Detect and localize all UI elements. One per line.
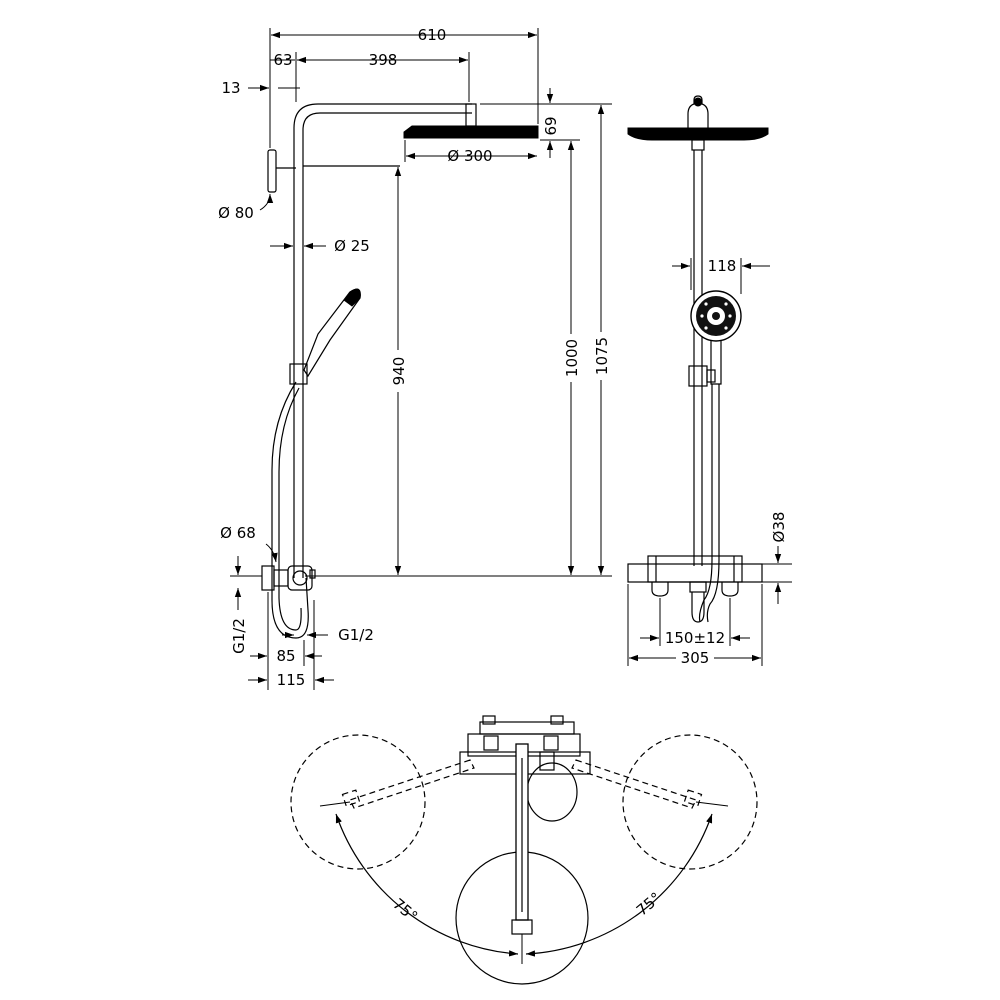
swivel-circle-right bbox=[622, 734, 758, 870]
dim-150: 150±12 bbox=[665, 629, 725, 647]
hand-shower-front bbox=[690, 290, 742, 385]
dim-80: Ø 80 bbox=[218, 204, 254, 222]
dim-g12-left: G1/2 bbox=[230, 618, 248, 654]
dim-68: Ø 68 bbox=[220, 524, 256, 542]
slider-front bbox=[688, 365, 708, 387]
riser-pipe bbox=[293, 103, 472, 578]
dim-118: 118 bbox=[708, 257, 737, 275]
dim-1000: 1000 bbox=[563, 339, 581, 377]
dim-13: 13 bbox=[221, 79, 240, 97]
dim-610: 610 bbox=[418, 26, 447, 44]
dim-305: 305 bbox=[681, 649, 710, 667]
dim-63: 63 bbox=[273, 51, 292, 69]
hose bbox=[271, 381, 309, 639]
top-view: 75° 75° bbox=[290, 715, 758, 985]
front-view: 118 Ø38 150±12 305 bbox=[627, 95, 792, 667]
dim-38: Ø38 bbox=[770, 512, 788, 543]
dim-1075: 1075 bbox=[593, 337, 611, 375]
dim-398: 398 bbox=[369, 51, 398, 69]
swivel-arc-right bbox=[525, 813, 713, 957]
dim-300: Ø 300 bbox=[447, 147, 492, 165]
swivel-circle-left bbox=[290, 734, 426, 870]
swivel-arc-left bbox=[335, 813, 519, 957]
dim-69: 69 bbox=[542, 116, 560, 135]
mixer-front bbox=[627, 555, 763, 623]
wall-bracket-plate bbox=[267, 149, 277, 193]
dim-940: 940 bbox=[390, 357, 408, 386]
dim-25: Ø 25 bbox=[334, 237, 370, 255]
hand-shower-plan bbox=[526, 762, 578, 822]
mixer-side bbox=[261, 565, 316, 591]
angle-left: 75° bbox=[389, 895, 421, 926]
head-shower-front bbox=[627, 127, 769, 141]
dim-115: 115 bbox=[277, 671, 306, 689]
side-view: 610 398 63 13 69 Ø 300 Ø 80 Ø 25 940 bbox=[218, 26, 612, 690]
dim-85: 85 bbox=[276, 647, 295, 665]
slider bbox=[289, 363, 308, 385]
dim-g12-right: G1/2 bbox=[338, 626, 374, 644]
head-shower-side bbox=[403, 125, 539, 139]
